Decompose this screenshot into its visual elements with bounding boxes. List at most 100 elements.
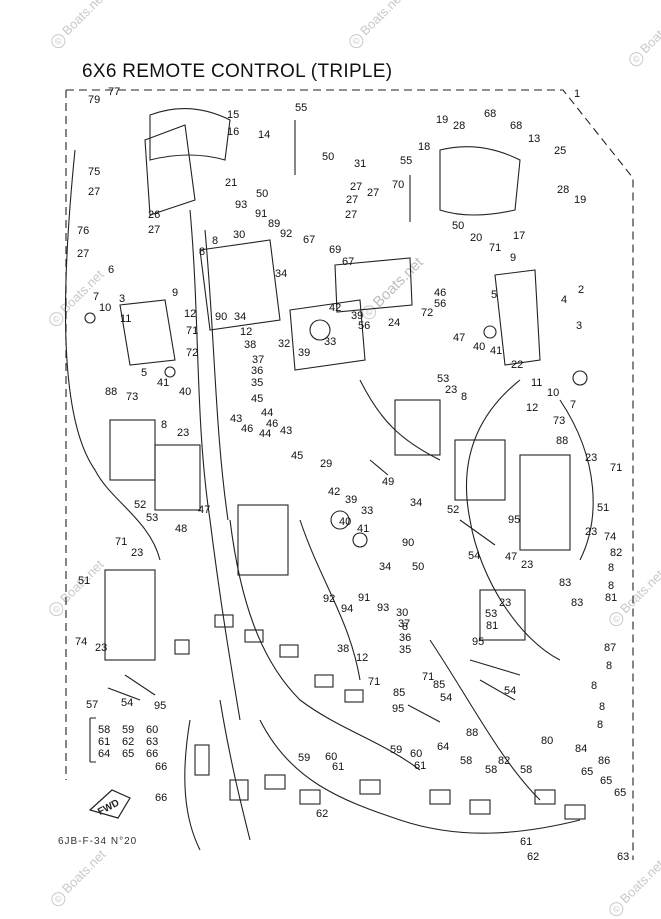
part-callout: 30: [233, 229, 245, 241]
connector: [299, 789, 321, 805]
part-callout: 71: [368, 676, 380, 688]
part-callout: 27: [346, 194, 358, 206]
part-callout: 82: [498, 755, 510, 767]
part-callout: 58: [485, 764, 497, 776]
part-callout: 27: [367, 187, 379, 199]
part-callout: 31: [354, 158, 366, 170]
part-callout: 43: [280, 425, 292, 437]
part-callout: 65: [600, 775, 612, 787]
washer: [84, 312, 96, 324]
connector: [279, 644, 299, 658]
bolt: [407, 704, 441, 723]
part-callout: 36: [399, 632, 411, 644]
connector: [469, 799, 491, 815]
part-callout: 27: [345, 209, 357, 221]
part-callout: 92: [280, 228, 292, 240]
part-callout: 23: [585, 526, 597, 538]
part-callout: 46: [241, 423, 253, 435]
part-callout: 62: [527, 851, 539, 863]
part-callout: 67: [303, 234, 315, 246]
mount-bracket-left: [104, 569, 156, 661]
harness-wire: [189, 209, 241, 721]
part-callout: 53: [146, 512, 158, 524]
part-callout: 87: [604, 642, 616, 654]
part-callout: 23: [177, 427, 189, 439]
part-callout: 71: [610, 462, 622, 474]
part-callout: 84: [575, 743, 587, 755]
part-callout: 54: [121, 697, 133, 709]
part-callout: 64: [437, 741, 449, 753]
part-callout: 27: [350, 181, 362, 193]
part-callout: 56: [358, 320, 370, 332]
part-callout: 20: [470, 232, 482, 244]
part-callout: 65: [581, 766, 593, 778]
part-callout: 8: [402, 621, 408, 633]
part-callout: 69: [329, 244, 341, 256]
part-callout: 83: [559, 577, 571, 589]
part-callout: 61: [98, 736, 110, 748]
part-callout: 51: [78, 575, 90, 587]
connector: [429, 789, 451, 805]
part-callout: 95: [154, 700, 166, 712]
part-callout: 11: [120, 313, 131, 325]
harness-wire: [204, 229, 229, 521]
part-callout: 60: [146, 724, 158, 736]
top-cover-plate: [149, 108, 231, 161]
part-callout: 50: [322, 151, 334, 163]
part-callout: 8: [608, 562, 614, 574]
part-callout: 51: [597, 502, 609, 514]
part-callout: 60: [325, 751, 337, 763]
part-callout: 67: [342, 256, 354, 268]
part-callout: 16: [227, 126, 239, 138]
mount-plate: [334, 257, 413, 313]
part-callout: 85: [433, 679, 445, 691]
part-callout: 55: [400, 155, 412, 167]
part-callout: 23: [95, 642, 107, 654]
part-callout: 44: [259, 428, 271, 440]
part-callout: 18: [418, 141, 430, 153]
part-callout: 47: [453, 332, 465, 344]
bolt: [369, 459, 389, 476]
part-callout: 37: [398, 618, 410, 630]
part-callout: 38: [337, 643, 349, 655]
part-callout: 88: [466, 727, 478, 739]
part-callout: 54: [504, 685, 516, 697]
washer: [483, 325, 497, 339]
part-callout: 38: [244, 339, 256, 351]
part-callout: 53: [437, 373, 449, 385]
part-callout: 34: [410, 497, 422, 509]
part-callout: 21: [225, 177, 237, 189]
part-callout: 5: [141, 367, 147, 379]
part-callout: 92: [323, 593, 335, 605]
part-callout: 35: [399, 644, 411, 656]
part-callout: 43: [230, 413, 242, 425]
part-callout: 74: [75, 636, 87, 648]
part-callout: 8: [212, 235, 218, 247]
part-callout: 13: [528, 133, 540, 145]
part-callout: 8: [606, 660, 612, 672]
harness-wire: [559, 399, 594, 561]
connector: [244, 629, 264, 643]
part-callout: 26: [148, 209, 160, 221]
part-callout: 72: [421, 307, 433, 319]
part-callout: 2: [578, 284, 584, 296]
part-callout: 71: [422, 671, 434, 683]
bolt: [459, 519, 496, 546]
part-callout: 42: [328, 486, 340, 498]
part-callout: 5: [491, 289, 497, 301]
part-callout: 22: [511, 359, 523, 371]
part-callout: 95: [508, 514, 520, 526]
bolt: [107, 687, 141, 701]
part-callout: 8: [608, 580, 614, 592]
part-callout: 47: [198, 504, 210, 516]
switch-panel-left: [109, 419, 156, 481]
part-callout: 33: [324, 336, 336, 348]
connector: [534, 789, 556, 805]
part-callout: 42: [329, 302, 341, 314]
part-callout: 95: [392, 703, 404, 715]
part-callout: 74: [604, 531, 616, 543]
bolt: [469, 659, 521, 676]
part-callout: 35: [251, 377, 263, 389]
part-callout: 63: [146, 736, 158, 748]
